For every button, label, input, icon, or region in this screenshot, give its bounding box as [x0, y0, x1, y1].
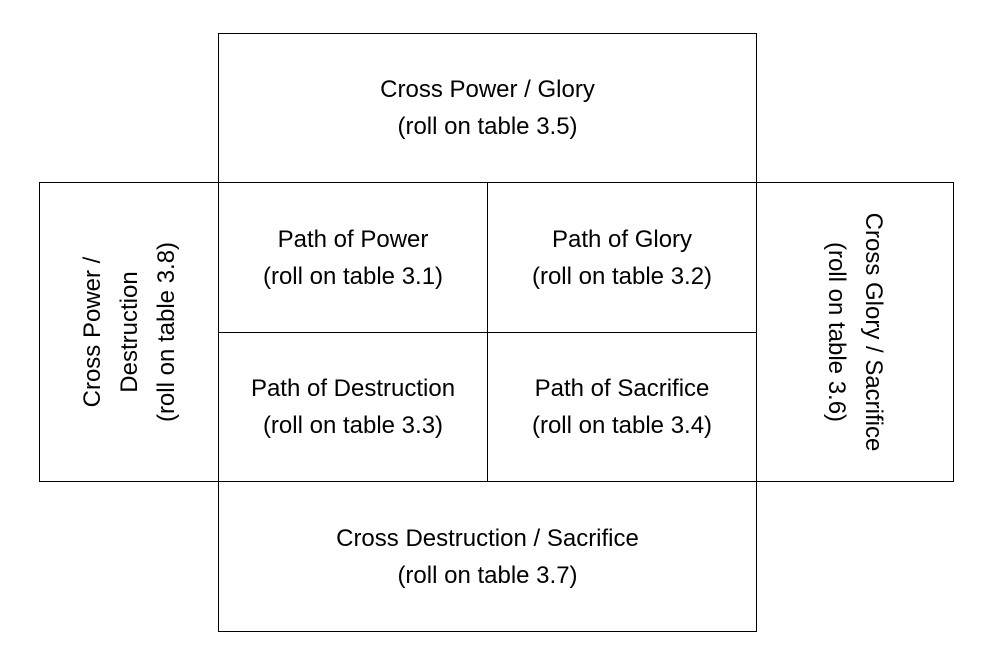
cross-power-destruction-title-2: Destruction	[115, 271, 143, 393]
path-of-glory-label: Path of Glory (roll on table 3.2)	[532, 221, 712, 295]
path-of-destruction-box: Path of Destruction (roll on table 3.3)	[218, 332, 488, 482]
path-of-power-label: Path of Power (roll on table 3.1)	[263, 221, 443, 295]
path-of-power-title: Path of Power	[277, 225, 429, 253]
cross-glory-sacrifice-table: (roll on table 3.6)	[823, 241, 850, 423]
cross-destruction-sacrifice-table: (roll on table 3.7)	[397, 561, 578, 589]
cross-destruction-sacrifice-label: Cross Destruction / Sacrifice (roll on t…	[336, 520, 639, 594]
path-of-sacrifice-title: Path of Sacrifice	[534, 375, 710, 402]
cross-power-destruction-label: Cross Power / Destruction (roll on table…	[40, 183, 218, 481]
path-of-glory-title: Path of Glory	[551, 225, 693, 253]
cross-power-glory-box: Cross Power / Glory (roll on table 3.5)	[218, 33, 757, 183]
cross-power-destruction-table: (roll on table 3.8)	[152, 241, 180, 423]
path-of-destruction-title: Path of Destruction	[250, 375, 456, 402]
path-of-destruction-label: Path of Destruction (roll on table 3.3)	[251, 370, 455, 444]
cross-power-destruction-title-1: Cross Power /	[78, 256, 106, 408]
path-of-sacrifice-label: Path of Sacrifice (roll on table 3.4)	[532, 370, 712, 444]
path-of-power-table: (roll on table 3.1)	[262, 262, 444, 290]
path-of-sacrifice-table: (roll on table 3.4)	[531, 412, 713, 439]
cross-glory-sacrifice-title: Cross Glory / Sacrifice	[860, 212, 887, 452]
cross-power-glory-table: (roll on table 3.5)	[397, 113, 578, 140]
path-of-glory-table: (roll on table 3.2)	[531, 262, 713, 290]
path-of-power-box: Path of Power (roll on table 3.1)	[218, 182, 488, 333]
cross-power-destruction-box	[39, 182, 219, 482]
cross-glory-sacrifice-label: Cross Glory / Sacrifice (roll on table 3…	[757, 183, 953, 481]
cross-glory-sacrifice-box	[756, 182, 954, 482]
cross-power-glory-title: Cross Power / Glory	[380, 76, 595, 103]
path-of-destruction-table: (roll on table 3.3)	[262, 412, 444, 439]
path-of-glory-box: Path of Glory (roll on table 3.2)	[487, 182, 757, 333]
path-of-sacrifice-box: Path of Sacrifice (roll on table 3.4)	[487, 332, 757, 482]
cross-power-glory-label: Cross Power / Glory (roll on table 3.5)	[380, 71, 595, 145]
cross-destruction-sacrifice-title: Cross Destruction / Sacrifice	[336, 524, 639, 552]
cross-destruction-sacrifice-box: Cross Destruction / Sacrifice (roll on t…	[218, 481, 757, 632]
